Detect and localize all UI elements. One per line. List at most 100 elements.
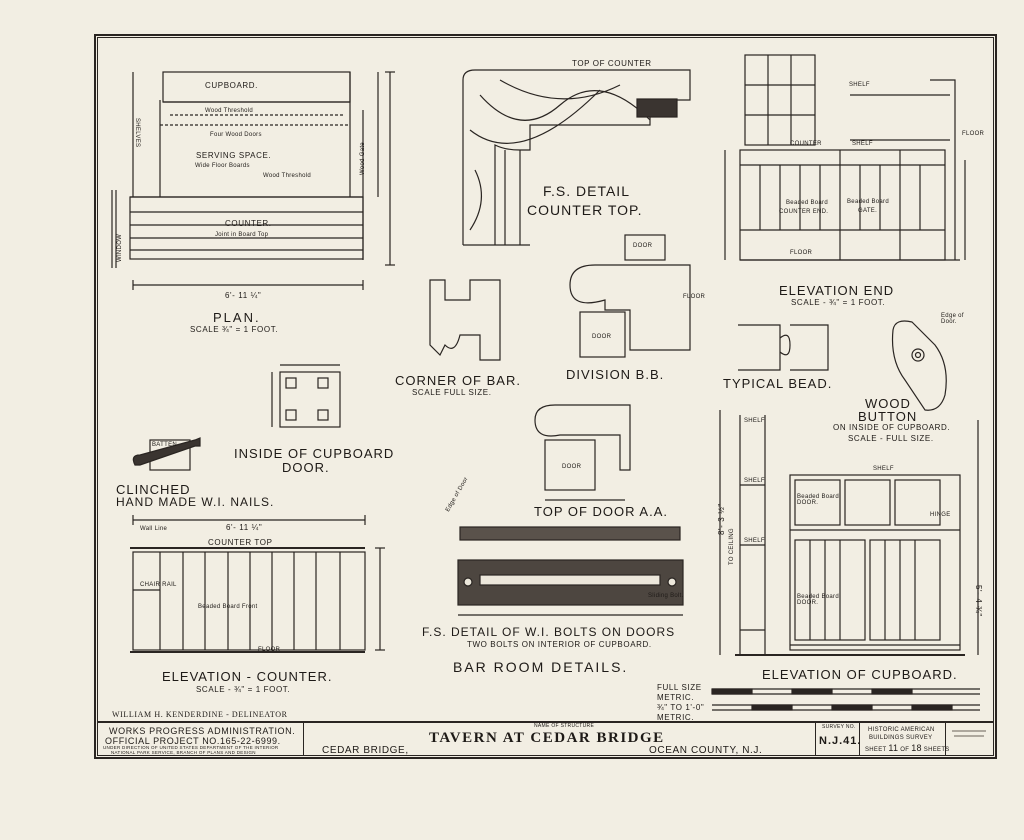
nails-batten-label: BATTEN [152,442,178,448]
of-word: OF [900,747,910,753]
elevation-cupboard-title: ELEVATION OF CUPBOARD. [762,667,958,682]
elev-counter-wall-line: Wall Line [140,526,168,532]
title-block-wpa-cell: WORKS PROGRESS ADMINISTRATION. OFFICIAL … [97,723,304,756]
counter-top-title-line2: COUNTER TOP. [527,202,643,218]
elev-end-floor-right: FLOOR [962,131,985,137]
elev-cupboard-ceiling-dim: 8'- 3 ½" [717,503,726,535]
top-of-counter-label: TOP OF COUNTER [572,59,652,68]
division-bb-door-bottom: DOOR [592,334,612,340]
elev-cupboard-to-ceiling: TO CEILING [729,528,735,565]
habs-line2: BUILDINGS SURVEY [869,735,933,741]
elev-end-beaded-gate: Beaded Board [847,199,889,205]
direction-line1: UNDER DIRECTION OF UNITED STATES DEPARTM… [103,745,279,750]
elev-cupboard-shelf-3: SHELF [744,538,765,544]
wi-bolts-title: F.S. DETAIL OF W.I. BOLTS ON DOORS [422,625,676,639]
wpa-line2: OFFICIAL PROJECT NO.165-22-6999. [105,736,281,746]
sheet-number: 11 [888,743,899,753]
elevation-end-title: ELEVATION END [779,283,895,298]
plan-wood-gate-label: Wood Gate [360,142,366,175]
elev-end-shelf-1: SHELF [849,82,870,88]
plan-cupboard-label: CUPBOARD. [205,81,258,90]
sheet-count: SHEET 11 OF 18 SHEETS [865,743,950,754]
wood-button-drawing [891,320,947,411]
elev-end-gate: GATE. [858,208,878,214]
stamp-mark [952,730,986,737]
typical-bead-title: TYPICAL BEAD. [723,376,833,391]
elev-end-counter: COUNTER [790,141,822,147]
wi-bolts-sub: TWO BOLTS ON INTERIOR OF CUPBOARD. [467,640,652,649]
division-bb-door-top: DOOR [633,243,653,249]
survey-no-label: SURVEY NO. [822,724,856,730]
structure-name: TAVERN AT CEDAR BRIDGE [429,730,665,746]
elevation-counter-scale: SCALE - ¾" = 1 FOOT. [196,685,291,694]
top-of-door-door-label: DOOR [562,464,582,470]
plan-scale: SCALE ¾" = 1 FOOT. [190,325,279,334]
elevation-counter-drawing [130,515,385,653]
plan-joint-label: Joint in Board Top [215,232,269,238]
elev-cupboard-beaded-door-top: Beaded Board DOOR. [797,494,839,506]
elev-cupboard-shelf-2: SHELF [744,478,765,484]
plan-four-wood-doors-label: Four Wood Doors [210,132,262,138]
sheet-border-outer [94,34,997,759]
division-bb-drawing [569,234,691,358]
inside-cupboard-door-title-line1: INSIDE OF CUPBOARD [234,446,395,461]
division-bb-title: DIVISION B.B. [566,367,665,382]
nails-title-line2: HAND MADE W.I. NAILS. [116,495,275,509]
plan-wood-threshold-label: Wood Threshold [205,108,254,114]
elev-counter-counter-top: COUNTER TOP [208,538,273,547]
scale-bar-drawing [711,688,980,711]
elevation-counter-title: ELEVATION - COUNTER. [162,669,333,684]
counter-top-title-line1: F.S. DETAIL [543,183,630,199]
county-name: OCEAN COUNTY, N.J. [649,745,763,756]
wood-button-scale: SCALE - FULL SIZE. [848,434,934,443]
sheet-title: BAR ROOM DETAILS. [453,659,629,675]
elevation-cupboard-drawing [719,410,979,656]
scale-bar-full-size: FULL SIZE [657,683,702,692]
inside-cupboard-door-drawing [271,364,341,428]
inside-cupboard-door-title-line2: DOOR. [282,460,330,475]
elev-end-counter-end: COUNTER END. [779,209,829,215]
wood-button-edge-of-door: Edge of Door. [941,313,964,325]
sheets-word: SHEETS [923,747,950,753]
title-block-structure-cell: NAME OF STRUCTURE TAVERN AT CEDAR BRIDGE… [304,723,816,756]
corner-of-bar-scale: SCALE FULL SIZE. [412,388,492,397]
elev-counter-beaded-front: Beaded Board Front [198,604,258,610]
plan-window-label: WINDOW [117,233,123,262]
scale-bar-three-quarter: ¾" TO 1'-0" [657,703,705,712]
survey-no: N.J.41. [819,735,862,747]
corner-of-bar-title: CORNER OF BAR. [395,373,521,388]
nails-drawing [132,437,201,471]
wi-bolts-sliding-bolt: Sliding Bolt. [648,593,684,599]
elev-end-floor-bottom: FLOOR [790,250,813,256]
typical-bead-drawing [738,324,829,371]
plan-shelves-label: SHELVES [134,118,140,148]
corner-of-bar-drawing [429,279,501,361]
habs-line1: HISTORIC AMERICAN [868,727,935,733]
wpa-line1: WORKS PROGRESS ADMINISTRATION. [109,726,296,736]
elev-cupboard-right-dim: 5'- 4 ¾" [974,585,983,617]
elev-counter-chair-rail: CHAIR RAIL [140,582,177,588]
elev-end-shelf-2: SHELF [852,141,873,147]
elevation-end-drawing [724,54,966,261]
title-block-survey-cell: SURVEY NO. N.J.41. [816,723,860,756]
direction-line2: NATIONAL PARK SERVICE, BRANCH OF PLANS A… [111,750,256,755]
sheet-total: 18 [911,743,922,753]
plan-drawing [111,71,395,290]
elev-end-beaded-counter: Beaded Board [786,200,828,206]
scale-bar-metric-1: METRIC. [657,693,695,702]
elev-cupboard-shelf-4: SHELF [873,466,894,472]
plan-counter-label: COUNTER. [225,219,272,228]
nails-title-line1: CLINCHED [116,482,191,497]
counter-top-drawing [462,69,691,246]
title-block-habs-cell: HISTORIC AMERICAN BUILDINGS SURVEY SHEET… [860,723,949,756]
elev-counter-floor: FLOOR [258,647,281,653]
wood-button-title-line2: BUTTON [858,409,918,424]
sheet-border-inner [97,37,994,756]
elev-cupboard-beaded-door-bottom: Beaded Board DOOR. [797,594,839,606]
name-of-structure-label: NAME OF STRUCTURE [534,723,595,729]
plan-title: PLAN. [213,310,261,325]
wi-bolts-drawing [457,526,684,616]
title-block: WORKS PROGRESS ADMINISTRATION. OFFICIAL … [97,721,994,756]
